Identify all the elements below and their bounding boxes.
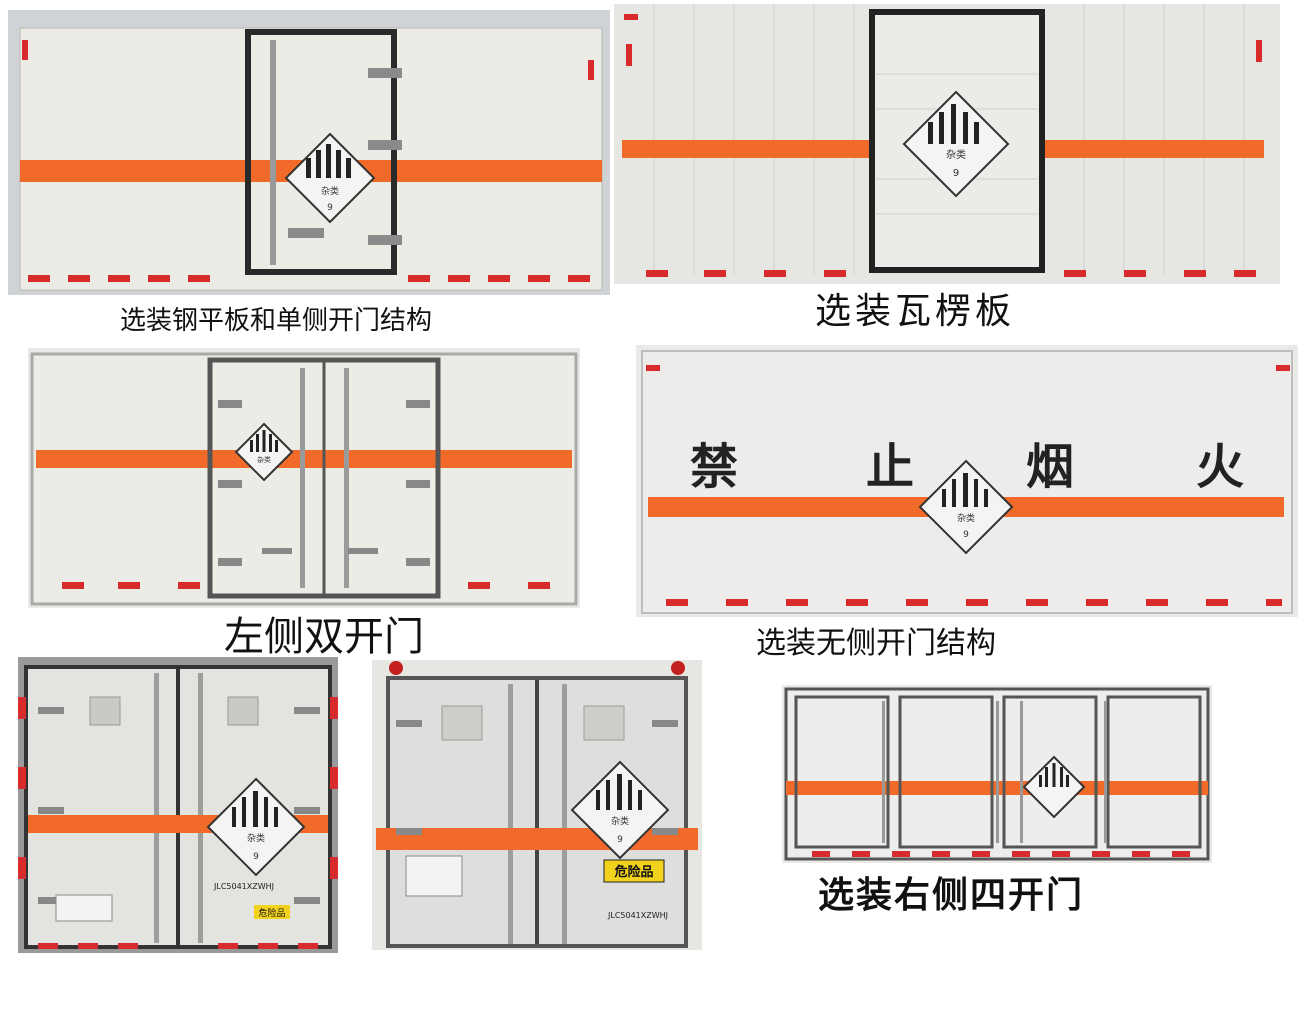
model-code: JLC5041XZWHJ <box>607 911 668 920</box>
model-code: JLC5041XZWHJ <box>213 882 274 891</box>
caption-steel-flat-single-door: 选装钢平板和单侧开门结构 <box>120 306 433 336</box>
hazard-class-number: 9 <box>953 168 959 179</box>
hazard-class-text: 杂类 <box>957 512 975 524</box>
hazard-class-text: 杂类 <box>611 815 629 827</box>
slogan-char-4: 火 <box>1196 439 1244 495</box>
photo-rear-door-a: 杂类 9 JLC5041XZWHJ 危险品 <box>18 657 338 953</box>
hazard-class-text: 杂类 <box>321 185 339 197</box>
slogan-char-2: 止 <box>866 439 914 495</box>
hazard-class-text: 杂类 <box>946 148 966 161</box>
photo-no-side-door: 杂类 9 禁 止 烟 火 <box>636 345 1298 617</box>
hazard-class-number: 9 <box>963 530 969 540</box>
hazard-class-text: 杂类 <box>247 832 265 844</box>
caption-right-four-door: 选装右侧四开门 <box>818 874 1085 916</box>
hazard-class-text: 杂类 <box>257 455 271 464</box>
hazard-class-number: 9 <box>617 835 623 845</box>
photo-left-double-door: 杂类 <box>28 348 580 608</box>
dangerous-goods-label: 危险品 <box>258 907 285 919</box>
photo-steel-flat-single-door: 杂类 9 <box>8 10 610 295</box>
slogan-char-3: 烟 <box>1026 439 1074 495</box>
caption-no-side-door: 选装无侧开门结构 <box>756 626 996 661</box>
slogan-char-1: 禁 <box>690 439 738 495</box>
dangerous-goods-label: 危险品 <box>614 864 653 880</box>
caption-left-double-door: 左侧双开门 <box>224 614 424 660</box>
photo-rear-door-b: 杂类 9 危险品 JLC5041XZWHJ <box>372 660 702 950</box>
photo-corrugated-board: 杂类 9 <box>614 4 1280 284</box>
photo-right-four-door <box>782 685 1212 863</box>
caption-corrugated-board: 选装瓦楞板 <box>815 291 1016 332</box>
hazard-class-number: 9 <box>253 852 259 862</box>
hazard-class-number: 9 <box>327 203 333 213</box>
